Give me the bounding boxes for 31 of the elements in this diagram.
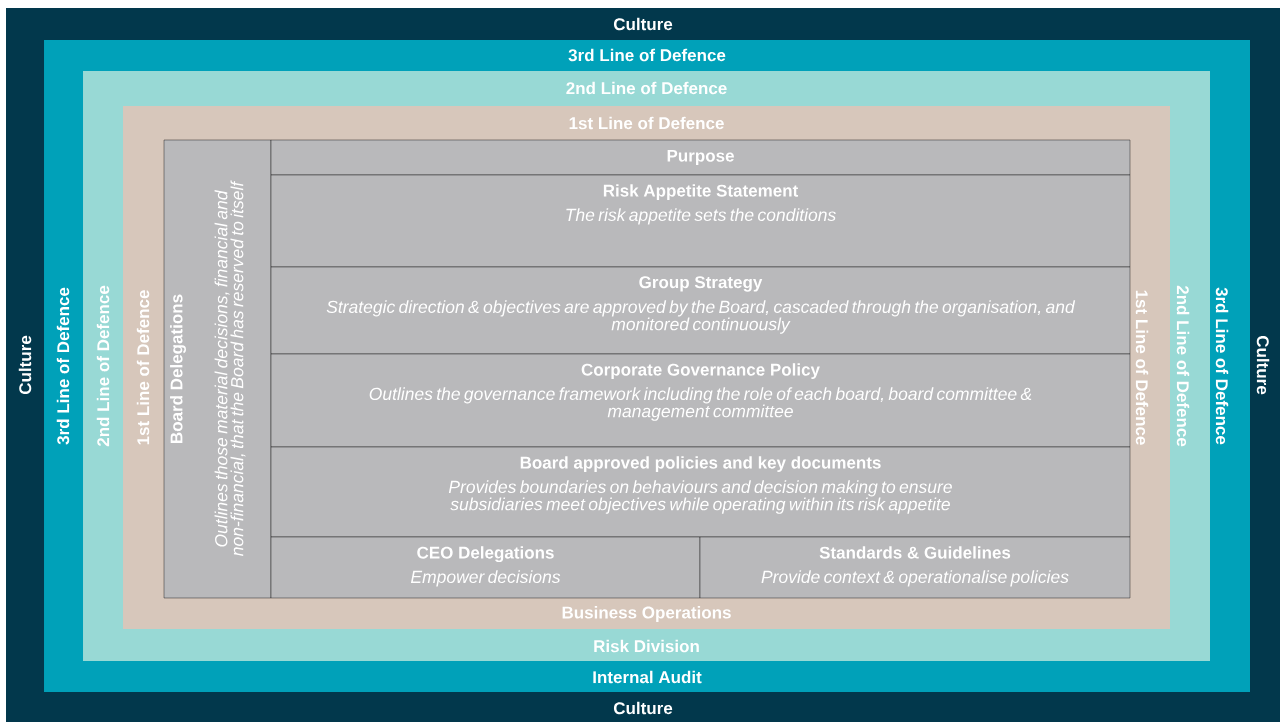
band-label: 3rd Line of Defence [568,48,726,62]
band-label: Risk Division [594,639,699,653]
band-label: Business Operations [562,606,731,622]
band-label: Internal Audit [593,670,702,684]
band-label: 2nd Line of Defence [96,285,110,447]
band-label: 3rd Line of Defence [56,287,70,445]
heading: Corporate Governance Policy [581,363,820,380]
description: Outlines the governance framework including the role of each board, board committee & management committee [369,387,1032,421]
description: Provides boundaries on behaviours and decision making to ensure subsidiaries meet objectives while operating within its risk appetite [448,480,952,514]
band-label: 2nd Line of Defence [566,81,727,95]
band-label: 1st Line of Defence [1135,290,1149,445]
band-label: 3rd Line of Defence [1215,287,1229,445]
description: Empower decisions [410,570,561,587]
band-label: Culture [1256,335,1270,395]
heading: Risk Appetite Statement [603,184,799,201]
band-label: 1st Line of Defence [569,116,724,130]
band-label: Culture [613,17,673,31]
heading: Board Delegations [170,294,186,443]
band-label: Culture [613,701,673,715]
description: Strategic direction & objectives are approved by the Board, cascaded through the organisation, and monitored continuously [326,300,1076,334]
band-label: 1st Line of Defence [136,290,150,445]
band-label: Culture [18,335,32,395]
heading: CEO Delegations [417,546,554,563]
heading: Standards & Guidelines [819,546,1011,559]
description: The risk appetite sets the conditions [566,208,836,225]
band-label: 2nd Line of Defence [1176,285,1190,447]
description: Provide context & operationalise policies [761,570,1069,587]
heading: Group Strategy [639,276,763,292]
heading: Purpose [667,149,734,166]
description: Outlines those material decisions, financial and non-financial, that the Board has reserved to itself [214,180,246,556]
heading: Board approved policies and key documents [520,456,881,473]
